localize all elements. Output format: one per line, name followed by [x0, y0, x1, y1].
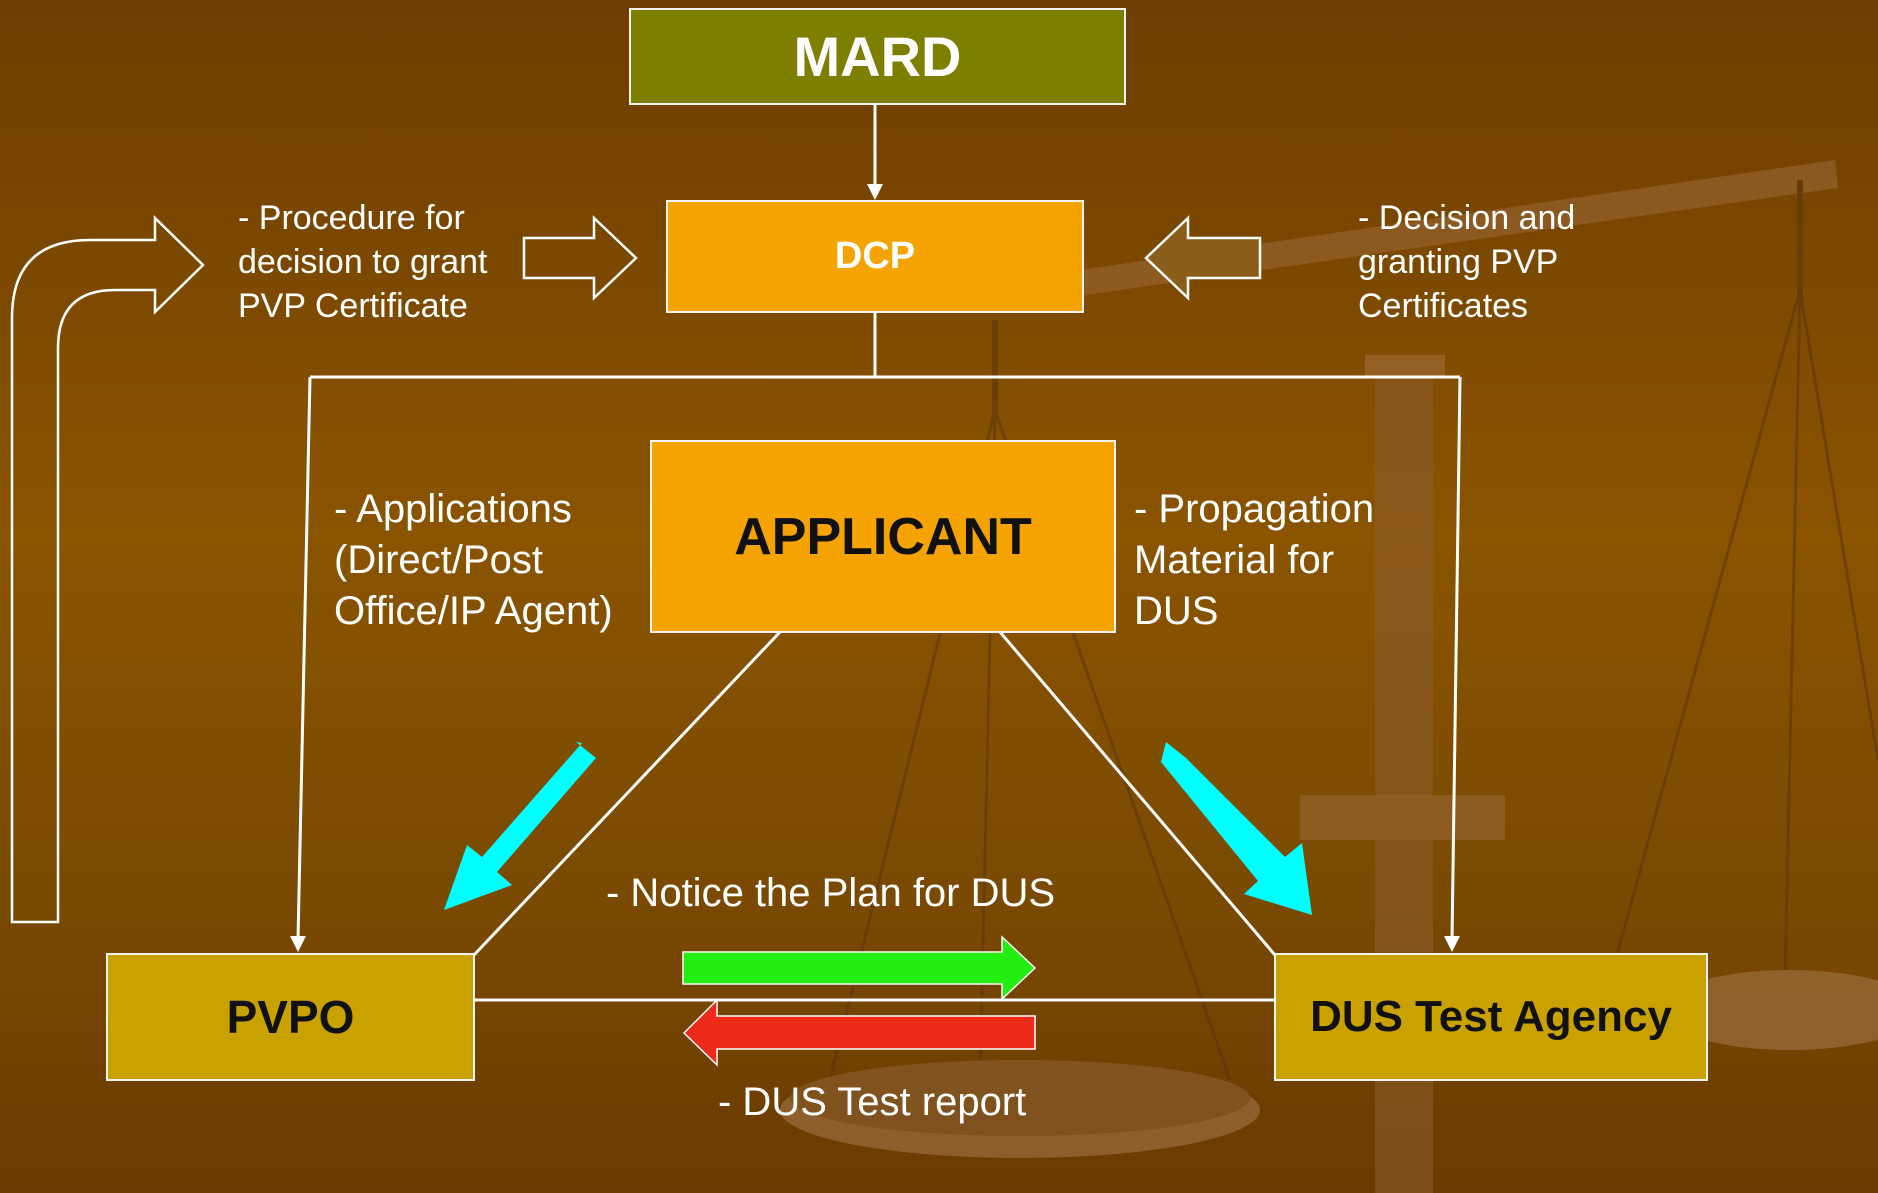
report-label: - DUS Test report [718, 1080, 1027, 1124]
dcp-label: DCP [834, 235, 916, 277]
dcp-box: DCP [666, 200, 1084, 313]
bus-to-dus-line [1450, 376, 1462, 941]
notice-label: - Notice the Plan for DUS [606, 871, 1056, 915]
applicant-box: APPLICANT [650, 440, 1116, 633]
bent-up-right-arrow-icon [10, 215, 205, 924]
decision-label: - Decision and granting PVP Certificates [1358, 199, 1576, 325]
pvpo-label: PVPO [226, 991, 355, 1043]
pvpo-arrowhead [290, 936, 306, 952]
mard-dcp-arrowhead [867, 184, 883, 200]
dus-agency-label: DUS Test Agency [1310, 992, 1672, 1041]
outline-left-arrow-icon [1144, 215, 1262, 301]
propagation-label: - Propagation Material for DUS [1134, 487, 1375, 633]
green-right-arrow-icon [682, 935, 1037, 1001]
applicant-to-dus-line [998, 631, 1277, 956]
mard-box: MARD [629, 8, 1126, 105]
outline-right-arrow-icon [522, 215, 638, 301]
cyan-down-right-arrow-icon [1161, 742, 1312, 915]
cyan-down-left-arrow-icon [444, 742, 596, 910]
applicant-to-pvpo-line [472, 630, 782, 957]
bus-to-pvpo-line [296, 376, 312, 941]
procedure-label: - Procedure for decision to grant PVP Ce… [238, 199, 488, 325]
applications-label: - Applications (Direct/Post Office/IP Ag… [334, 487, 613, 633]
dus-arrowhead [1444, 936, 1460, 952]
pvpo-box: PVPO [106, 953, 475, 1081]
dus-agency-box: DUS Test Agency [1274, 953, 1708, 1081]
mard-label: MARD [793, 25, 962, 88]
applicant-label: APPLICANT [734, 507, 1032, 566]
red-left-arrow-icon [682, 998, 1036, 1067]
